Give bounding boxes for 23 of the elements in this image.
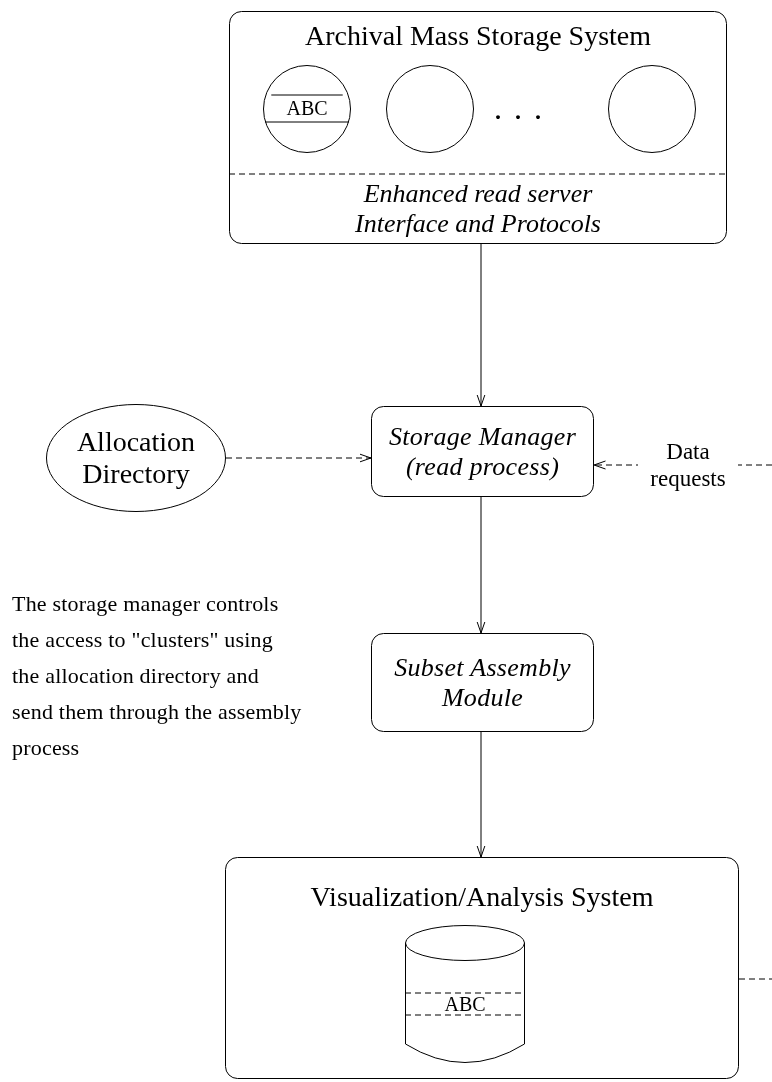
node-label: ABC	[443, 993, 487, 1015]
directory-ellipse	[46, 404, 226, 512]
node-label: Subset Assembly Module	[393, 651, 572, 714]
storage-circle	[386, 65, 474, 153]
storage-circle	[608, 65, 696, 153]
box-title: Visualization/Analysis System	[309, 879, 655, 914]
dashed-line	[738, 978, 772, 980]
ellipsis: ...	[494, 98, 556, 125]
arrow	[476, 731, 486, 858]
node-label: Allocation Directory	[75, 424, 197, 491]
storage-circle	[263, 65, 351, 153]
node-label: ABC	[285, 96, 329, 121]
box-title: Archival Mass Storage System	[303, 18, 653, 53]
node-label: Enhanced read server Interface and Protocols	[354, 178, 602, 240]
system-box	[229, 11, 727, 244]
arrow	[476, 496, 486, 634]
process-box	[371, 633, 594, 732]
note-text: The storage manager controls the access to "clusters" using the allocation directory and send them through the assembly process	[12, 590, 302, 762]
process-box	[371, 406, 594, 497]
arrow	[476, 243, 486, 407]
dashed-arrow	[225, 453, 372, 463]
system-box	[225, 857, 739, 1079]
node-label: Storage Manager (read process)	[387, 420, 578, 483]
